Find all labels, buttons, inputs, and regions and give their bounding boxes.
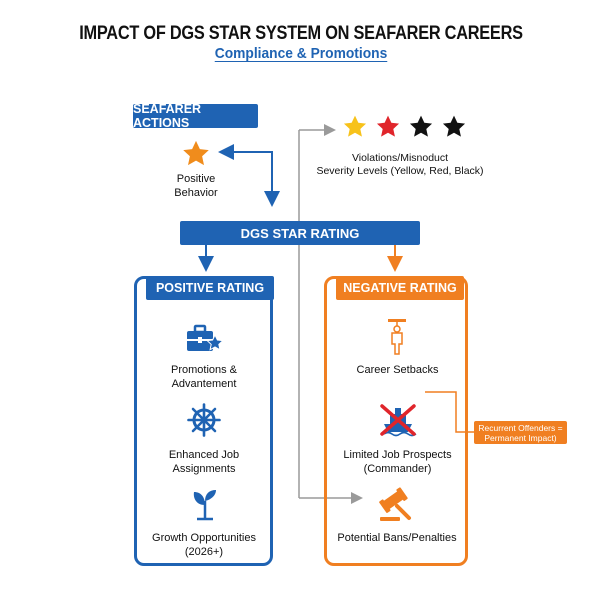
dgs-star-rating-bar: DGS STAR RATING <box>180 221 420 245</box>
recurrent-offenders-note: Recurrent Offenders = Permanent Impact) <box>474 421 567 444</box>
recurrent-offenders-text: Recurrent Offenders = Permanent Impact) <box>478 422 563 443</box>
plant-sprout-icon <box>193 490 216 521</box>
severity-stars <box>342 114 472 142</box>
black-star-icon <box>409 115 433 137</box>
limited-job-label: Limited Job Prospects (Commander) <box>343 449 452 475</box>
crossed-ship-icon <box>380 404 417 437</box>
behavior-to-rating-arrow <box>218 144 273 202</box>
promotions-label: Promotions & Advantement <box>170 364 238 390</box>
violations-line1: Violations/Misnoduct <box>351 152 449 164</box>
red-star-icon <box>376 115 400 137</box>
positive-behavior-label: Positive Behavior <box>174 173 218 199</box>
ship-wheel-icon <box>187 403 221 437</box>
page-subtitle: Compliance & Promotions <box>214 45 388 62</box>
violations-text: Violations/Misnoduct Severity Levels (Ye… <box>310 152 490 178</box>
potential-bans-label: Potential Bans/Penalties <box>337 532 457 544</box>
hanging-person-icon <box>388 319 406 355</box>
page-title: IMPACT OF DGS STAR SYSTEM ON SEAFARER CA… <box>79 23 523 44</box>
briefcase-star-icon <box>187 324 224 351</box>
negative-rating-heading: NEGATIVE RATING <box>336 276 464 300</box>
yellow-star-icon <box>343 115 367 137</box>
career-setbacks-label: Career Setbacks <box>356 364 439 376</box>
violations-line2: Severity Levels (Yellow, Red, Black) <box>316 165 484 177</box>
seafarer-actions-label: SEAFARER ACTIONS <box>133 102 258 130</box>
positive-rating-heading: POSITIVE RATING <box>146 276 274 300</box>
growth-label: Growth Opportunities (2026+) <box>152 532 256 558</box>
gavel-icon <box>379 487 411 521</box>
enhanced-job-label: Enhanced Job Assignments <box>168 449 240 475</box>
black-star-icon <box>442 115 466 137</box>
orange-star-icon <box>183 140 209 166</box>
